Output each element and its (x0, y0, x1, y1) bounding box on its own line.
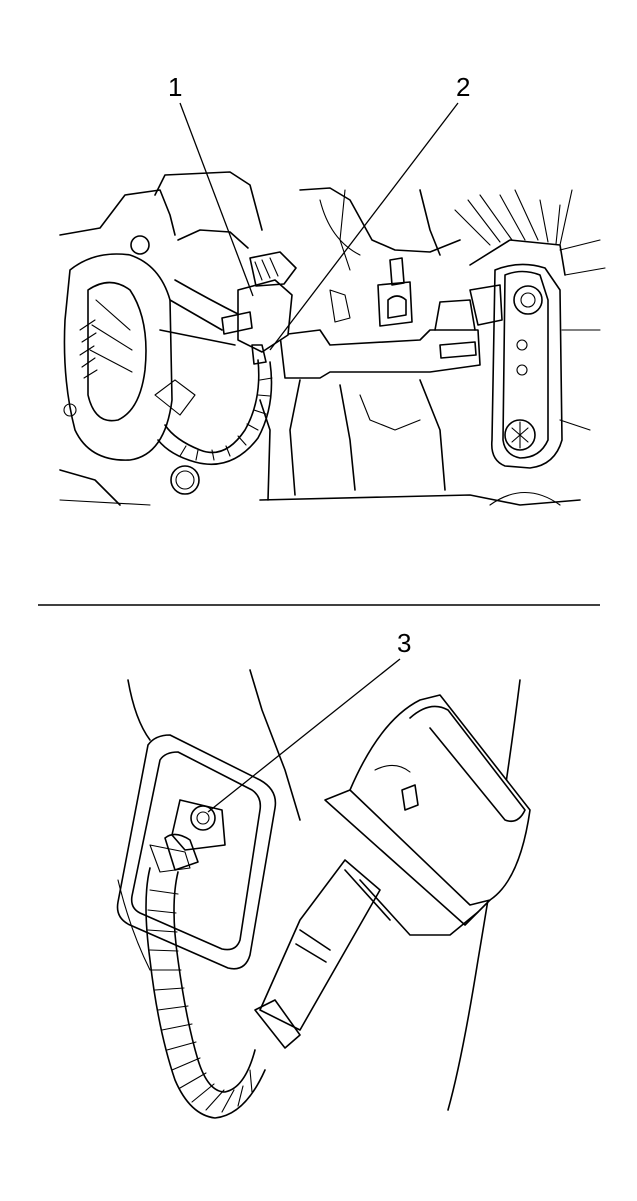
callout-2-leader (269, 102, 459, 351)
callout-1: 1 (168, 72, 254, 297)
callout-2-label: 2 (456, 72, 470, 102)
top-view-engine-illustration (59, 171, 606, 506)
callout-3-leader (207, 658, 401, 813)
callout-1-leader (179, 102, 254, 297)
callout-3-label: 3 (397, 628, 411, 658)
callout-3: 3 (207, 628, 411, 813)
callout-1-label: 1 (168, 72, 182, 102)
bottom-view-sensor-illustration (116, 669, 531, 1119)
callout-2: 2 (269, 72, 470, 351)
